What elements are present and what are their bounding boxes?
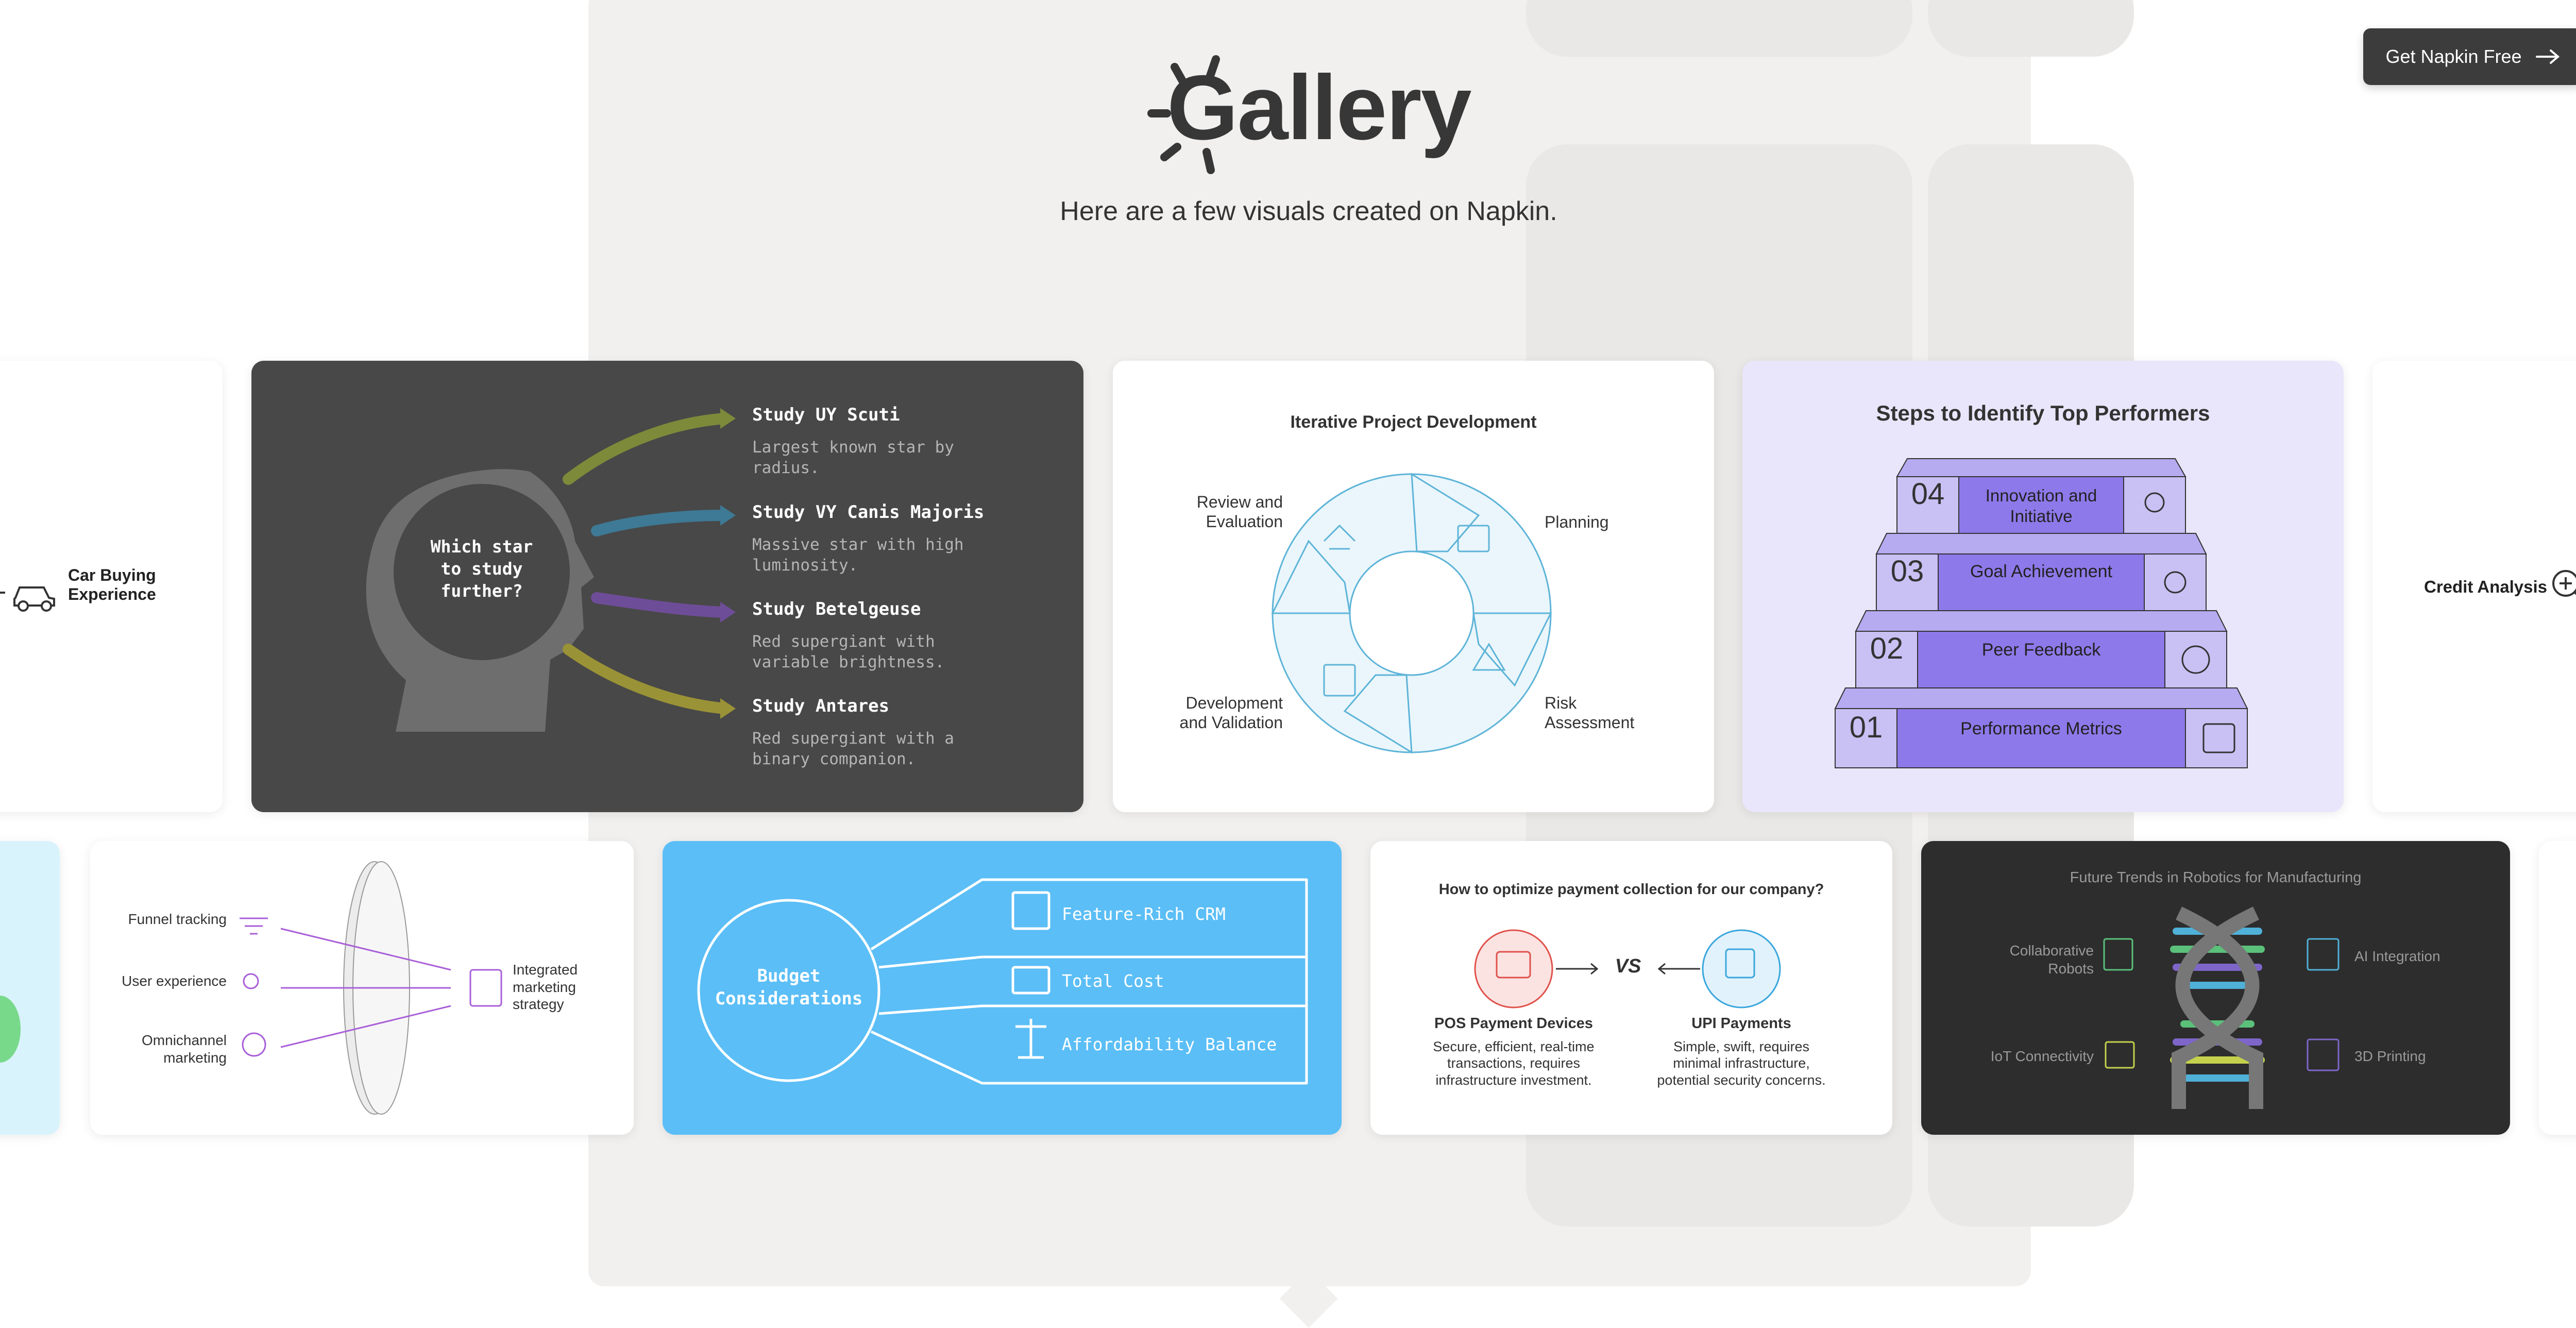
- card-credit-analysis[interactable]: Credit Analysis: [2372, 361, 2576, 812]
- risk-icon: [1472, 643, 1506, 671]
- iterative-title: Iterative Project Development: [1290, 412, 1537, 432]
- flag-person-icon: [2164, 571, 2187, 594]
- crm-icon: [1011, 891, 1050, 930]
- cycle-diagram: [1271, 473, 1552, 754]
- budget-center: Budget Considerations: [715, 966, 863, 1010]
- card-payment[interactable]: How to optimize payment collection for o…: [1370, 841, 1892, 1135]
- 3d-printer-icon: [2307, 1038, 2340, 1071]
- robotics-title: Future Trends in Robotics for Manufactur…: [2070, 869, 2362, 886]
- page-subtitle: Here are a few visuals created on Napkin…: [1060, 196, 1557, 226]
- stage-review: Review and Evaluation: [1196, 493, 1283, 531]
- card-iterative-development[interactable]: Iterative Project Development Planning R…: [1113, 361, 1714, 812]
- lightbulb-icon: [2144, 492, 2165, 513]
- robotics-right-item: 3D Printing: [2354, 1048, 2426, 1064]
- card-budget[interactable]: Budget Considerations Feature-Rich CRM T…: [663, 841, 1342, 1135]
- ai-brain-icon: [2307, 938, 2340, 971]
- card-car-buying[interactable]: Car Buying Experience: [0, 361, 223, 812]
- step-number: 04: [1911, 477, 1945, 511]
- development-icon: [1323, 664, 1356, 697]
- head-circle: [384, 475, 579, 669]
- user-icon: [243, 973, 259, 989]
- planning-icon: [1457, 525, 1490, 552]
- marketing-input: User experience: [122, 973, 227, 989]
- stage-development: Development and Validation: [1179, 694, 1283, 732]
- budget-item: Feature-Rich CRM: [1062, 904, 1226, 924]
- omnichannel-icon: [242, 1032, 266, 1057]
- vs-badge: VS: [1615, 955, 1641, 977]
- arrow-right-icon: [2535, 49, 2560, 64]
- star-item-title: Study VY Canis Majoris: [752, 502, 985, 523]
- robotics-right-item: AI Integration: [2354, 948, 2441, 964]
- gallery-logo: Gallery: [1139, 52, 1472, 180]
- car-buying-label: Car Buying Experience: [68, 566, 156, 603]
- star-item-desc: Red supergiant with variable brightness.: [752, 632, 945, 672]
- star-item-desc: Largest known star by radius.: [752, 438, 954, 478]
- step-number: 02: [1870, 632, 1904, 665]
- step-label: Innovation and Initiative: [1985, 486, 2097, 526]
- stage-planning: Planning: [1545, 513, 1609, 531]
- step-label: Performance Metrics: [1960, 719, 2122, 738]
- get-napkin-free-button[interactable]: Get Napkin Free: [2363, 28, 2576, 85]
- credit-analysis-label: Credit Analysis: [2424, 577, 2548, 596]
- star-item-desc: Red supergiant with a binary companion.: [752, 729, 954, 769]
- car-icon: [0, 586, 55, 612]
- upi-desc: Simple, swift, requires minimal infrastr…: [1657, 1039, 1826, 1088]
- dna-diagram: [2103, 906, 2340, 1109]
- upi-chat-icon: [1725, 948, 1755, 979]
- step-label: Peer Feedback: [1981, 640, 2101, 660]
- review-icon: [1323, 524, 1356, 550]
- step-number: 03: [1890, 554, 1924, 588]
- card-top-performers[interactable]: Steps to Identify Top Performers: [1742, 361, 2344, 812]
- strategy-icon: [469, 969, 502, 1007]
- payment-title: How to optimize payment collection for o…: [1438, 881, 1824, 898]
- magnifier-icon: [2552, 570, 2576, 597]
- card-partial-right[interactable]: [2539, 841, 2576, 1135]
- bg-tile: [1526, 0, 1912, 57]
- money-icon: [1011, 966, 1050, 995]
- stage-risk: Risk Assessment: [1545, 694, 1635, 732]
- lens-diagram: [240, 861, 502, 1115]
- card-partial-left[interactable]: [0, 841, 60, 1135]
- gauge-icon: [2202, 723, 2235, 753]
- step-number: 01: [1849, 711, 1883, 744]
- marketing-input: Omnichannel marketing: [142, 1032, 227, 1066]
- star-diagram: [366, 408, 736, 732]
- card-robotics[interactable]: Future Trends in Robotics for Manufactur…: [1921, 841, 2510, 1135]
- target-icon: [2181, 645, 2210, 674]
- robotics-left-item: IoT Connectivity: [1990, 1048, 2094, 1064]
- robotics-left-item: Collaborative Robots: [2009, 943, 2094, 977]
- star-question: Which star to study further?: [430, 536, 533, 601]
- balance-icon: [1015, 1019, 1046, 1059]
- budget-diagram: [697, 878, 1308, 1085]
- step-label: Goal Achievement: [1970, 562, 2112, 581]
- star-item-title: Study Betelgeuse: [752, 599, 921, 619]
- card-star-study[interactable]: Which star to study further? Study UY Sc…: [251, 361, 1083, 812]
- pos-title: POS Payment Devices: [1434, 1015, 1593, 1032]
- marketing-output: Integrated marketing strategy: [513, 962, 578, 1013]
- star-item-title: Study UY Scuti: [752, 405, 900, 425]
- marketing-input: Funnel tracking: [128, 911, 227, 927]
- partial-shape: [0, 996, 21, 1063]
- pos-device-icon: [1496, 951, 1531, 979]
- star-item-title: Study Antares: [752, 696, 890, 716]
- payment-diagram: [1474, 929, 1781, 1008]
- performers-title: Steps to Identify Top Performers: [1876, 401, 2210, 425]
- budget-item: Affordability Balance: [1062, 1034, 1277, 1054]
- pos-desc: Secure, efficient, real-time transaction…: [1433, 1039, 1595, 1088]
- pyramid-diagram: [1834, 458, 2248, 768]
- cta-label: Get Napkin Free: [2385, 46, 2522, 67]
- robot-arm-icon: [2103, 938, 2133, 971]
- funnel-icon: [240, 917, 268, 935]
- card-marketing[interactable]: Funnel tracking User experience Omnichan…: [90, 841, 634, 1135]
- budget-item: Total Cost: [1062, 971, 1164, 991]
- bg-tile: [1928, 0, 2134, 57]
- iot-printer-icon: [2105, 1041, 2135, 1069]
- star-item-desc: Massive star with high luminosity.: [752, 535, 964, 575]
- page-title: Gallery: [1167, 56, 1472, 159]
- upi-title: UPI Payments: [1691, 1015, 1791, 1032]
- sun-icon: [1147, 55, 1220, 174]
